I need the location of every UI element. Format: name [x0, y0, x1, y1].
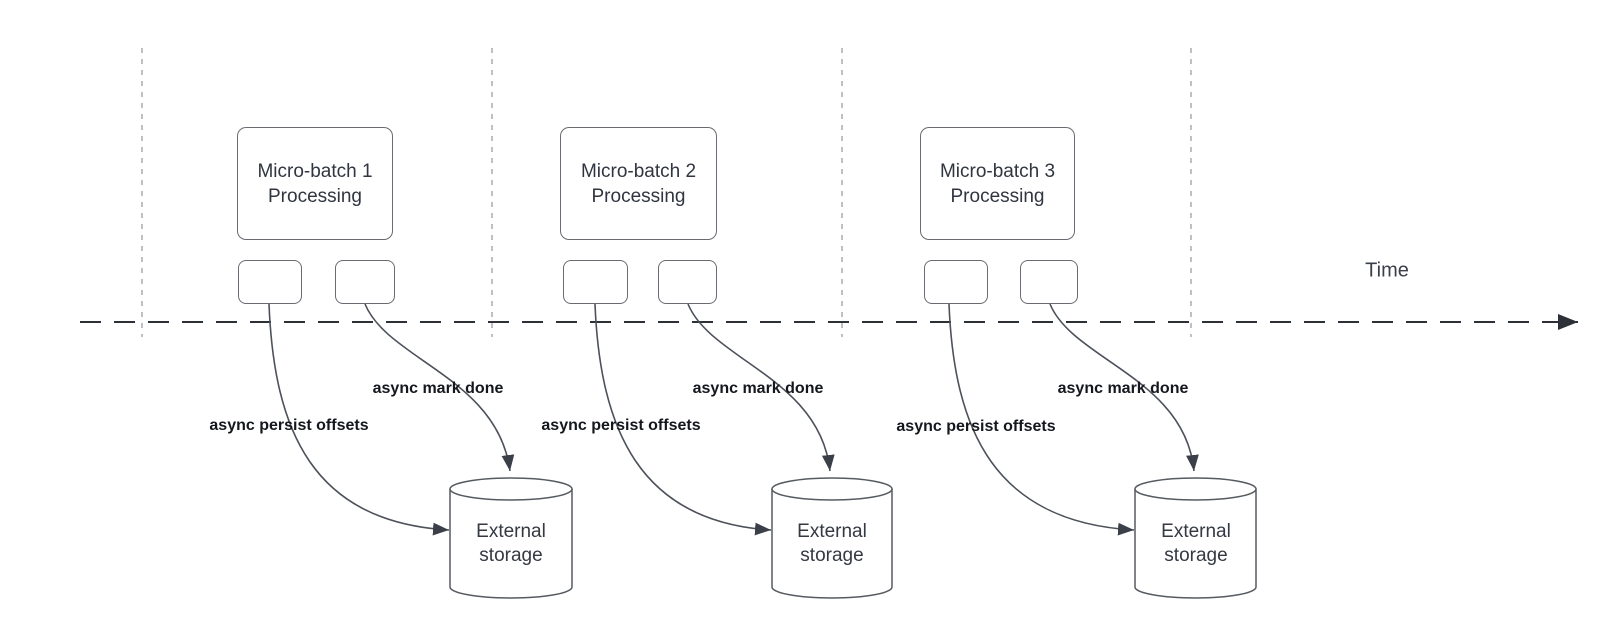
mark-done-arrow-2 [687, 303, 835, 472]
mark-done-arrow-3 [1049, 303, 1199, 472]
processing-box-subtitle: Processing [591, 185, 686, 207]
storage-cylinder-2 [771, 477, 893, 599]
storage-label-1: External storage [476, 520, 546, 568]
mark-done-task-box-1 [335, 260, 395, 304]
storage-label-3: External storage [1161, 520, 1231, 568]
processing-box-2: Micro-batch 2 Processing [560, 127, 717, 240]
storage-cylinder-1 [449, 477, 573, 599]
persist-offsets-arrow-3 [948, 303, 1135, 536]
persist-offsets-label-1: async persist offsets [209, 417, 369, 434]
processing-box-title: Micro-batch 2 [580, 160, 697, 182]
storage-cylinder-3 [1134, 477, 1257, 599]
processing-box-subtitle: Processing [950, 185, 1045, 207]
mark-done-label-1: async mark done [372, 380, 504, 397]
storage-label-line2: storage [479, 545, 543, 566]
mark-done-label-2: async mark done [692, 380, 824, 397]
processing-box-title: Micro-batch 3 [939, 160, 1056, 182]
storage-label-line1: External [476, 521, 546, 542]
processing-box-3: Micro-batch 3 Processing [920, 127, 1075, 240]
persist-offsets-label-2: async persist offsets [541, 417, 701, 434]
mark-done-task-box-2 [658, 260, 717, 304]
mark-done-label-3: async mark done [1057, 380, 1189, 397]
processing-box-1: Micro-batch 1 Processing [237, 127, 393, 240]
mark-done-arrow-1 [364, 303, 515, 472]
processing-box-subtitle: Processing [268, 185, 362, 207]
persist-offsets-label-3: async persist offsets [896, 418, 1056, 435]
persist-task-box-2 [563, 260, 628, 304]
persist-task-box-3 [924, 260, 988, 304]
mark-done-task-box-3 [1020, 260, 1078, 304]
storage-label-2: External storage [797, 520, 867, 568]
persist-task-box-1 [238, 260, 302, 304]
processing-box-title: Micro-batch 1 [257, 160, 373, 182]
time-label: Time [1365, 259, 1409, 282]
storage-label-line1: External [797, 521, 867, 542]
persist-offsets-arrow-2 [594, 303, 772, 536]
storage-label-line1: External [1161, 521, 1231, 542]
persist-offsets-arrow-1 [268, 303, 450, 536]
storage-label-line2: storage [800, 545, 864, 566]
storage-label-line2: storage [1164, 545, 1228, 566]
